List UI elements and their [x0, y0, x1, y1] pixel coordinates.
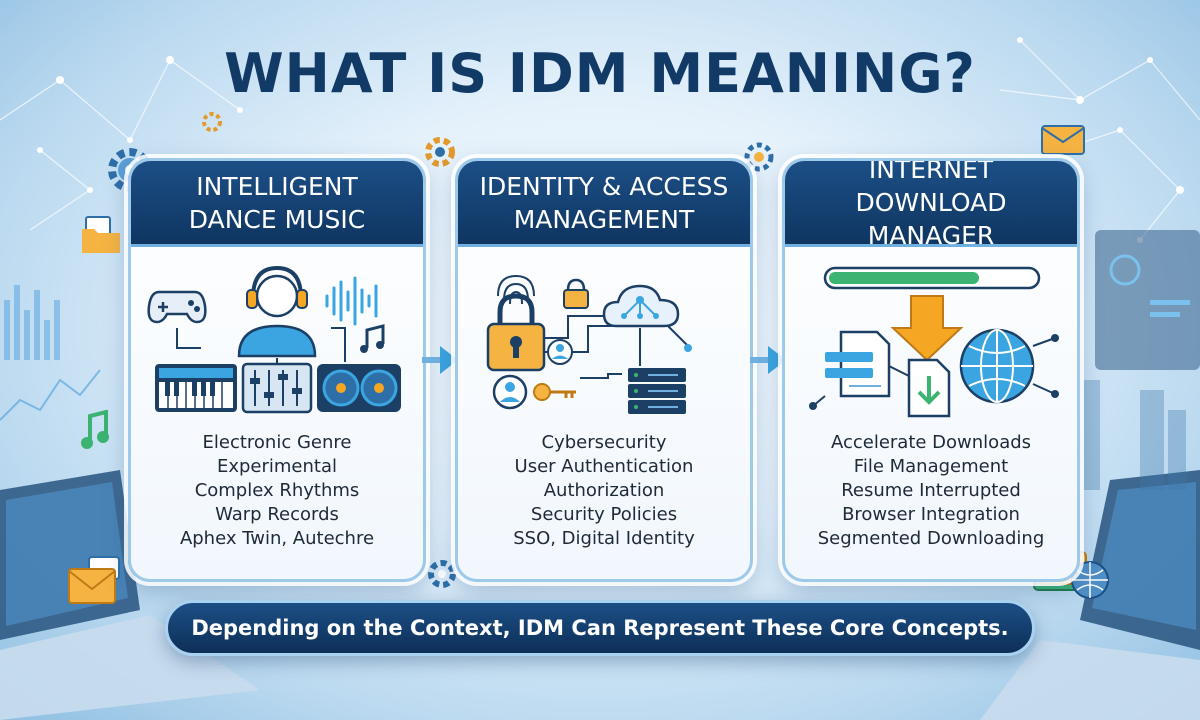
card-identity-access-management: IDENTITY & ACCESS MANAGEMENT — [455, 158, 753, 582]
envelope-icon — [68, 556, 120, 604]
file-download-icon — [907, 358, 951, 418]
list-item: Browser Integration — [842, 504, 1020, 525]
globe-icon — [959, 328, 1035, 404]
document-icon — [825, 330, 891, 398]
list-item: Authorization — [543, 480, 665, 501]
card-intelligent-dance-music: INTELLIGENT DANCE MUSIC — [128, 158, 426, 582]
list-item: Resume Interrupted — [841, 480, 1021, 501]
cloud-network-icon — [602, 284, 680, 328]
list-item: File Management — [853, 456, 1009, 477]
gear-icon — [428, 560, 456, 588]
list-item: User Authentication — [514, 456, 694, 477]
server-icon — [628, 368, 686, 414]
folder-icon — [82, 216, 120, 253]
card-points: Accelerate Downloads File Management Res… — [785, 431, 1077, 551]
card-heading: INTERNET DOWNLOAD MANAGER — [785, 158, 1077, 250]
card-heading-line: IDENTITY & ACCESS — [479, 171, 729, 201]
music-illustration — [147, 265, 401, 414]
arrow-right-icon — [750, 346, 786, 374]
list-item: Warp Records — [215, 504, 339, 525]
padlock-icon — [486, 293, 546, 372]
footer-banner: Depending on the Context, IDM Can Repres… — [165, 600, 1035, 656]
key-gear-icon — [744, 142, 774, 172]
arrow-right-icon — [422, 346, 458, 374]
card-points: Electronic Genre Experimental Complex Rh… — [131, 431, 423, 551]
card-internet-download-manager: INTERNET DOWNLOAD MANAGER — [782, 158, 1080, 582]
security-illustration — [486, 274, 692, 414]
music-note-icon — [360, 324, 385, 353]
user-icon — [547, 339, 573, 365]
mixer-icon — [241, 362, 313, 414]
card-heading-line: DANCE MUSIC — [188, 204, 366, 234]
card-heading-line: INTELLIGENT — [196, 171, 358, 201]
soundwave-icon — [325, 276, 378, 326]
card-points: Cybersecurity User Authentication Author… — [458, 431, 750, 551]
gear-icon — [202, 112, 222, 132]
download-arrow-icon — [890, 295, 964, 362]
list-item: Experimental — [216, 456, 338, 477]
list-item: Aphex Twin, Autechre — [179, 528, 375, 549]
gamepad-icon — [147, 290, 207, 324]
card-heading: IDENTITY & ACCESS MANAGEMENT — [458, 161, 750, 247]
card-heading-line: INTERNET DOWNLOAD — [855, 158, 1007, 217]
list-item: Accelerate Downloads — [830, 432, 1032, 453]
card-heading-line: MANAGER — [867, 221, 995, 250]
list-item: Segmented Downloading — [817, 528, 1045, 549]
music-note-icon — [81, 410, 109, 449]
headphones-person-icon — [237, 265, 317, 358]
keyboard-icon — [155, 364, 237, 412]
envelope-icon — [1041, 125, 1085, 155]
gear-icon — [425, 137, 455, 167]
progress-bar-icon — [823, 266, 1041, 290]
page-title: WHAT IS IDM MEANING? — [224, 42, 976, 105]
list-item: Complex Rhythms — [194, 480, 360, 501]
card-heading-line: MANAGEMENT — [513, 204, 695, 234]
key-icon — [533, 383, 576, 401]
list-item: Cybersecurity — [541, 432, 667, 453]
list-item: SSO, Digital Identity — [513, 528, 695, 549]
list-item: Electronic Genre — [202, 432, 352, 453]
card-heading: INTELLIGENT DANCE MUSIC — [131, 161, 423, 247]
padlock-icon — [563, 278, 589, 309]
user-icon — [492, 374, 528, 410]
list-item: Security Policies — [530, 504, 678, 525]
turntable-icon — [317, 364, 401, 412]
download-illustration — [809, 266, 1059, 418]
